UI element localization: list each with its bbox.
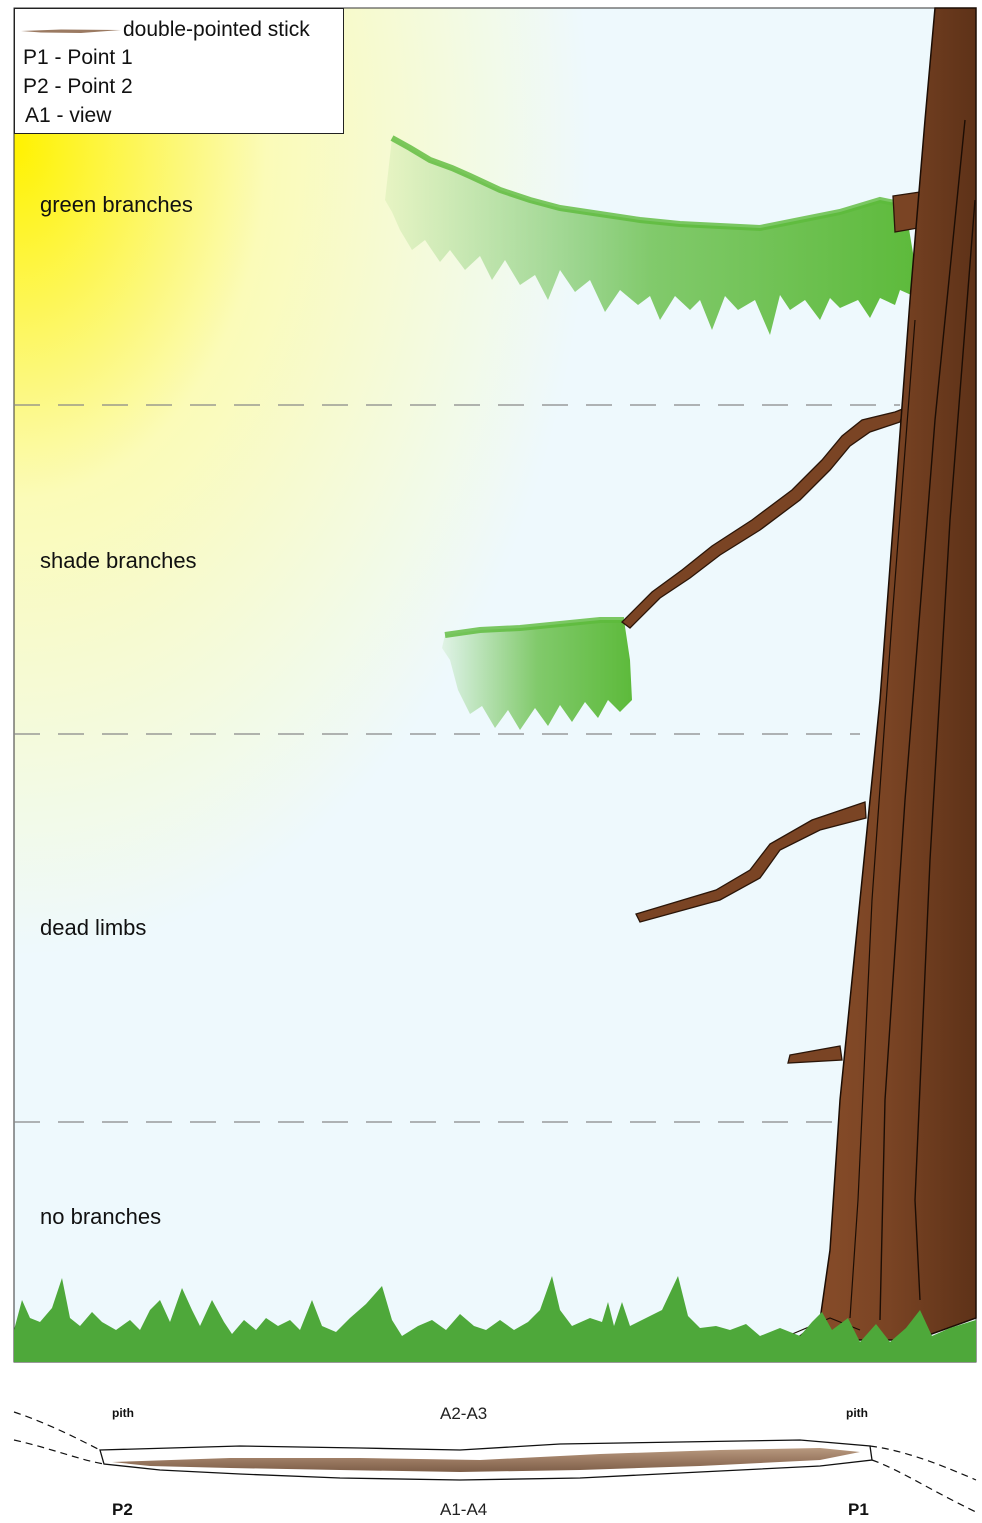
pith-line-right	[870, 1446, 976, 1480]
legend: double-pointed stick P1 - Point 1 P2 - P…	[14, 8, 344, 134]
pith-label-right: pith	[846, 1406, 868, 1420]
legend-p1-label: P1 - Point 1	[23, 46, 133, 70]
legend-stick-label: double-pointed stick	[123, 18, 310, 42]
pith-label-left: pith	[112, 1406, 134, 1420]
legend-p2-label: P2 - Point 2	[23, 75, 133, 99]
zone-label-green: green branches	[40, 192, 193, 218]
zone-label-none: no branches	[40, 1204, 161, 1230]
pith-line-left	[14, 1412, 100, 1450]
zone-label-dead: dead limbs	[40, 915, 146, 941]
point-label-p2: P2	[112, 1500, 133, 1520]
wooden-stick-icon	[21, 27, 121, 35]
pith-line-right-lower	[872, 1460, 976, 1512]
view-label-top: A2-A3	[440, 1404, 487, 1424]
point-label-p1: P1	[848, 1500, 869, 1520]
stick-illustration	[14, 1412, 976, 1512]
view-label-bottom: A1-A4	[440, 1500, 487, 1520]
pith-line-left-lower	[14, 1440, 104, 1464]
legend-a1-label: A1 - view	[25, 104, 111, 128]
zone-label-shade: shade branches	[40, 548, 197, 574]
